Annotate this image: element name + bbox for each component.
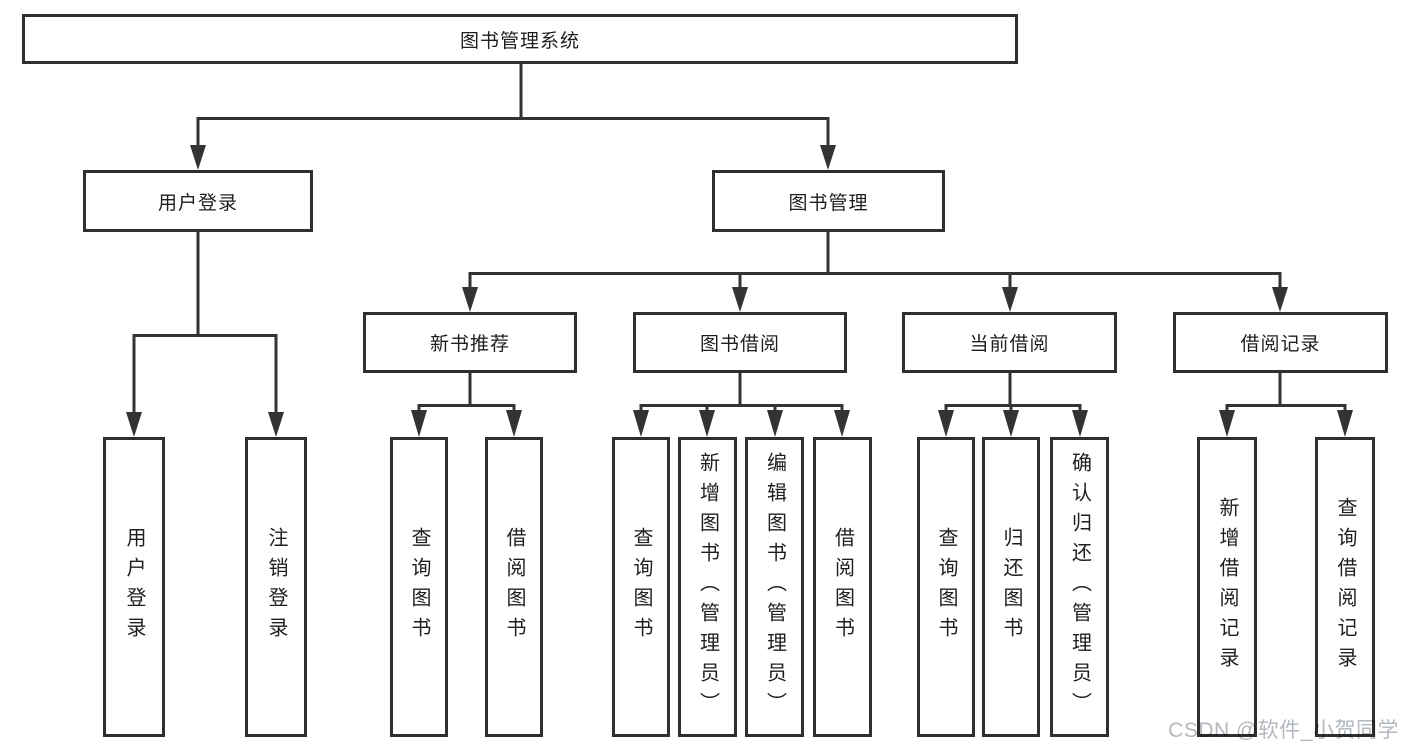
leaf-user-login: 用户登录 (103, 437, 165, 737)
leaf-borrow-books-1: 借阅图书 (485, 437, 543, 737)
leaf-label: 编辑图书（管理员） (763, 452, 786, 722)
leaf-logout: 注销登录 (245, 437, 307, 737)
leaf-query-books-1: 查询图书 (390, 437, 448, 737)
node-label: 用户登录 (157, 192, 238, 214)
arrowhead (820, 145, 836, 170)
leaf-query-books-3: 查询图书 (917, 437, 975, 737)
leaf-label: 查询图书 (408, 527, 430, 647)
leaf-label: 借阅图书 (831, 527, 854, 647)
leaf-return-books: 归还图书 (982, 437, 1040, 737)
leaf-query-borrow-record: 查询借阅记录 (1315, 437, 1375, 737)
node-label: 新书推荐 (429, 334, 510, 355)
node-user-login: 用户登录 (83, 170, 313, 232)
leaf-borrow-books-2: 借阅图书 (813, 437, 872, 737)
leaf-label: 查询图书 (630, 527, 652, 647)
node-current-borrowing: 当前借阅 (902, 312, 1117, 373)
node-label: 图书管理 (788, 192, 869, 214)
node-book-management: 图书管理 (712, 170, 945, 232)
leaf-label: 新增图书（管理员） (696, 452, 719, 722)
node-root: 图书管理系统 (22, 14, 1018, 64)
leaf-label: 注销登录 (265, 527, 287, 647)
leaf-label: 新增借阅记录 (1216, 497, 1238, 677)
node-root-label: 图书管理系统 (459, 30, 580, 52)
leaf-label: 查询借阅记录 (1334, 497, 1356, 677)
node-label: 图书借阅 (699, 334, 780, 355)
node-new-book-recommend: 新书推荐 (363, 312, 577, 373)
leaf-label: 确认归还（管理员） (1068, 452, 1091, 722)
node-book-borrowing: 图书借阅 (633, 312, 847, 373)
node-borrowing-records: 借阅记录 (1173, 312, 1388, 373)
leaf-label: 归还图书 (1000, 527, 1022, 647)
leaf-confirm-return-admin: 确认归还（管理员） (1050, 437, 1109, 737)
leaf-label: 用户登录 (123, 527, 145, 647)
leaf-edit-books-admin: 编辑图书（管理员） (745, 437, 804, 737)
leaf-add-books-admin: 新增图书（管理员） (678, 437, 737, 737)
leaf-query-books-2: 查询图书 (612, 437, 670, 737)
node-label: 当前借阅 (969, 334, 1050, 355)
leaf-label: 查询图书 (935, 527, 957, 647)
leaf-label: 借阅图书 (503, 527, 525, 647)
watermark: CSDN @软件_小贺同学 (1168, 719, 1399, 742)
arrowhead (190, 145, 206, 170)
node-label: 借阅记录 (1240, 334, 1321, 355)
leaf-add-borrow-record: 新增借阅记录 (1197, 437, 1257, 737)
